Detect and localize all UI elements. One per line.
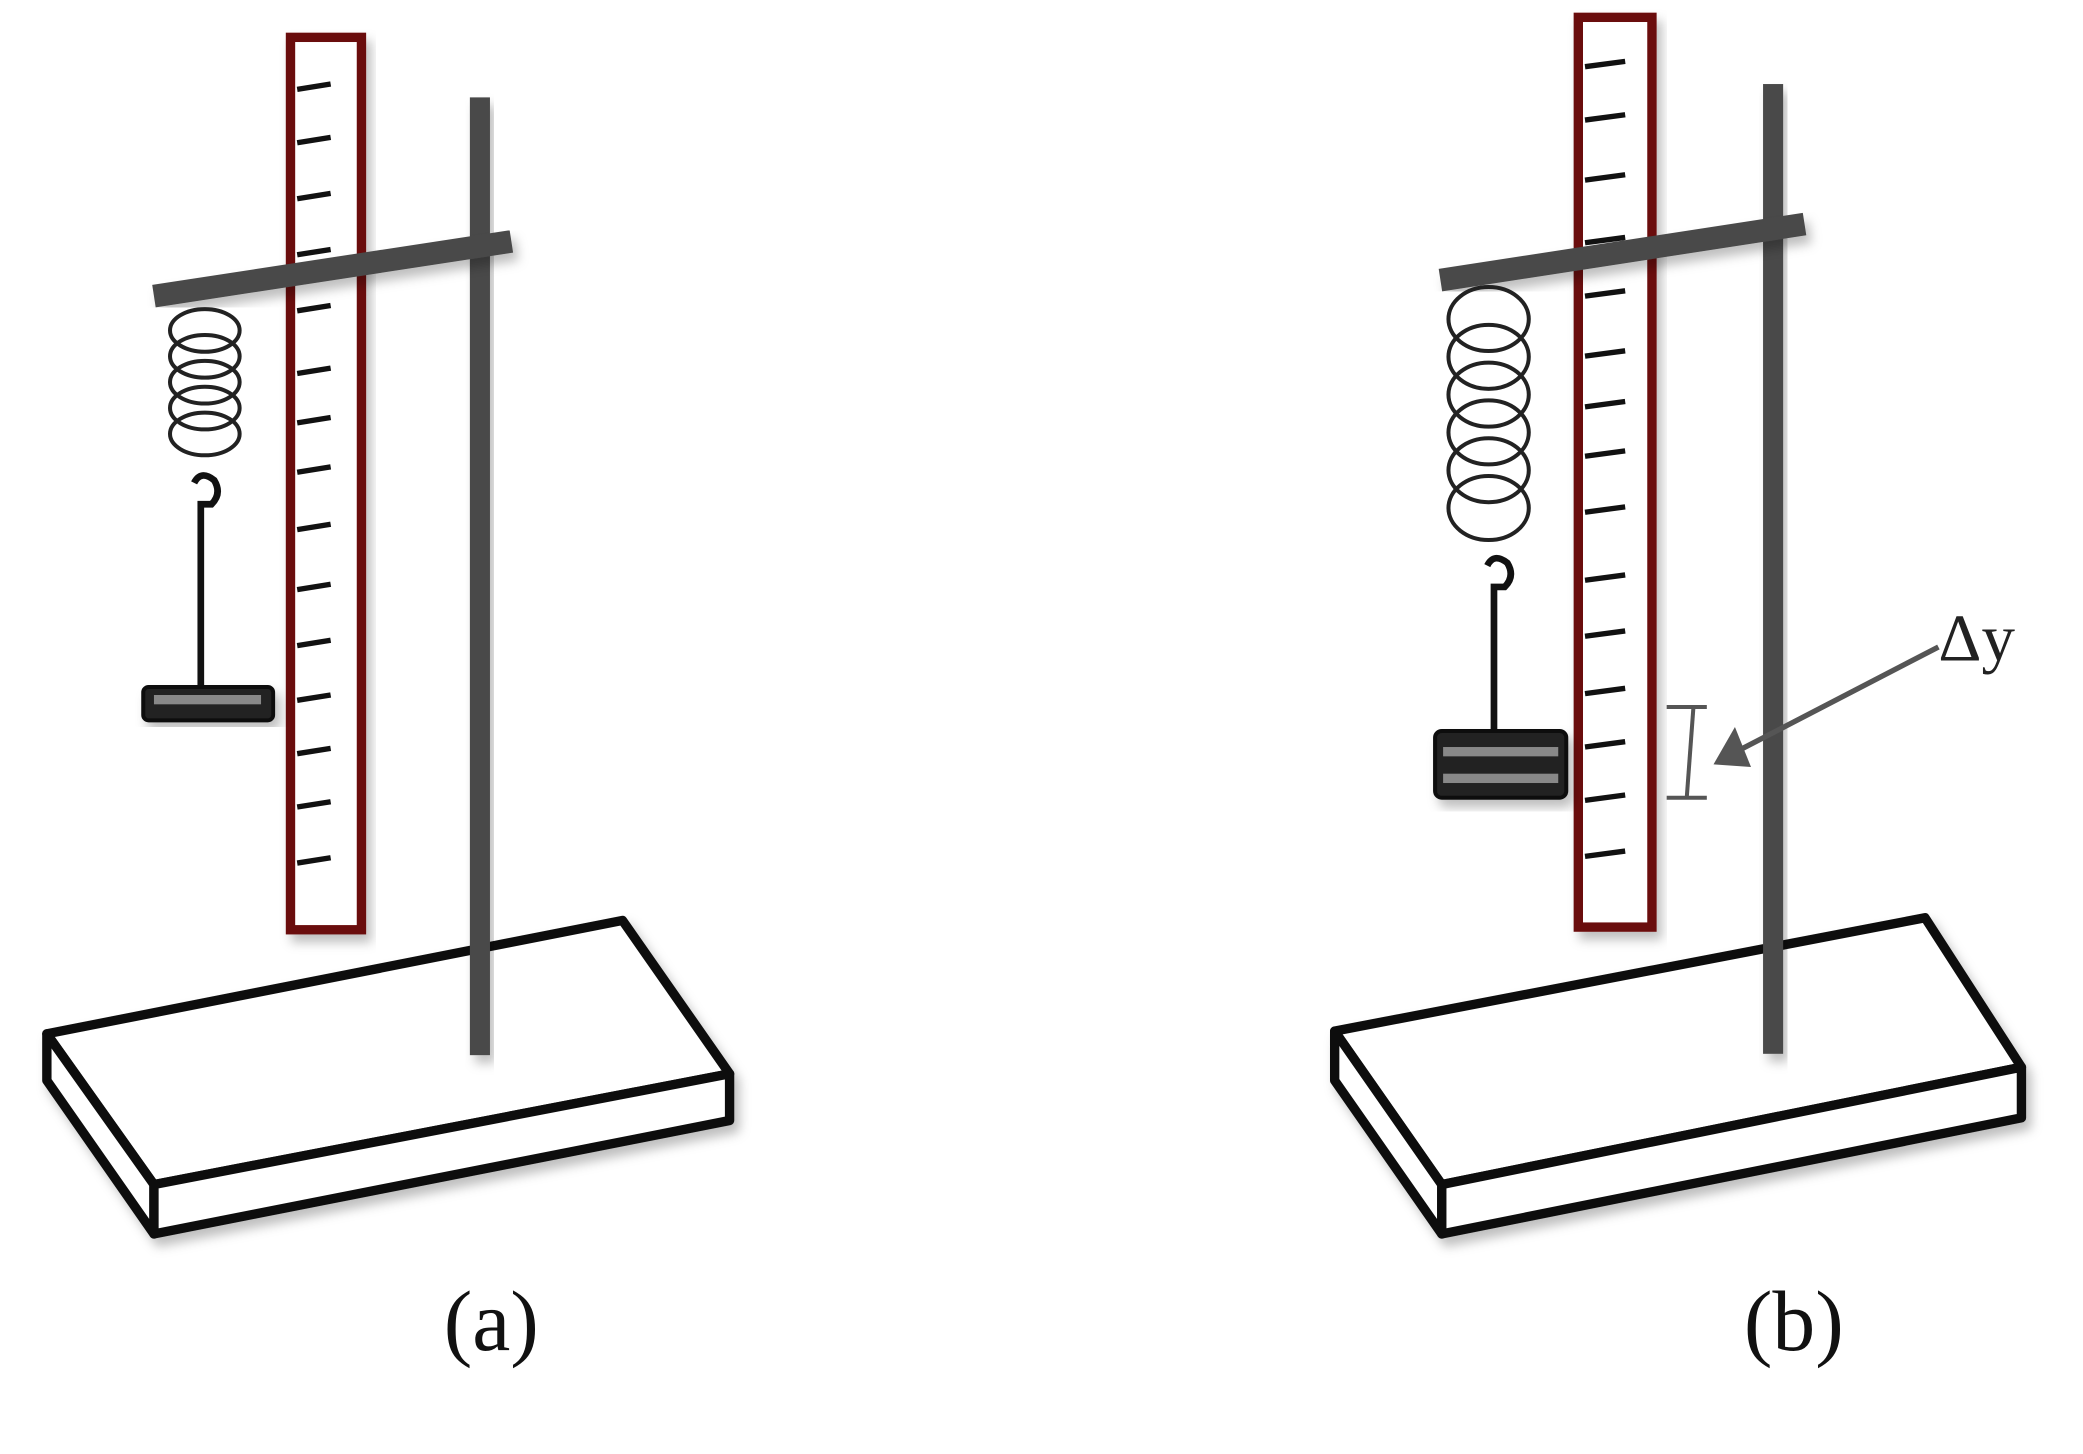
ruler-tick (296, 745, 332, 757)
spring-coil (168, 384, 242, 432)
ruler-tick (296, 365, 332, 377)
delta-y-bracket (1666, 704, 1707, 800)
spring-coil (1446, 360, 1531, 429)
spring-coil (168, 410, 242, 458)
ruler-ticks-b (1584, 58, 1626, 860)
ruler-tick (1584, 172, 1626, 183)
panel-a: (a) (42, 32, 735, 1369)
crossbar-a (152, 230, 514, 308)
spring-coil (1446, 436, 1531, 505)
ruler-tick (296, 855, 332, 866)
ruler-a (285, 32, 367, 935)
ruler-tick (1584, 848, 1626, 860)
ruler-tick (296, 246, 332, 258)
delta-y-arrow (1713, 644, 1940, 768)
ruler-tick (296, 464, 332, 475)
ruler-tick (296, 581, 332, 593)
weight-a (141, 684, 276, 723)
ruler-tick (1584, 398, 1626, 410)
panel-b: Δy (b) (1329, 12, 2027, 1369)
ruler-ticks-a (296, 81, 332, 866)
ruler-tick (1584, 288, 1626, 299)
ruler-b (1573, 12, 1657, 932)
spring-coil (168, 307, 242, 354)
spring-coil (1446, 322, 1531, 391)
stand-rod-b (1763, 84, 1784, 1054)
ruler-tick (1584, 112, 1626, 123)
ruler-tick (296, 190, 332, 202)
spring-coil (168, 358, 242, 406)
ruler-tick (296, 637, 332, 649)
ruler-tick (296, 414, 332, 426)
spring-a (168, 307, 242, 458)
stand-rod-a (469, 97, 490, 1056)
spring-coil (1446, 285, 1531, 354)
panel-label-b: (b) (1744, 1275, 1844, 1369)
ruler-tick (1584, 448, 1626, 459)
ruler-tick (296, 799, 332, 810)
ruler-tick (1584, 792, 1626, 804)
ruler-tick (1584, 234, 1626, 246)
spring-coil (168, 332, 242, 380)
ruler-tick (296, 81, 332, 93)
hook-a (191, 472, 221, 687)
ruler-tick (296, 302, 332, 314)
ruler-tick (1584, 739, 1626, 750)
delta-y-label: Δy (1938, 601, 2015, 675)
ruler-tick (1584, 58, 1626, 70)
spring-b (1446, 285, 1531, 543)
ruler-tick (296, 134, 332, 146)
hook-b (1484, 554, 1515, 732)
ruler-tick (1584, 348, 1626, 359)
base-a (42, 915, 735, 1239)
base-b (1329, 913, 2027, 1239)
ruler-tick (1584, 572, 1626, 583)
crossbar-b (1438, 212, 1807, 292)
spring-coil (1446, 398, 1531, 467)
panel-label-a: (a) (444, 1275, 539, 1369)
ruler-tick (296, 692, 332, 703)
ruler-tick (1584, 504, 1626, 515)
spring-coil (1446, 473, 1531, 543)
weight-b (1433, 729, 1569, 800)
ruler-tick (296, 521, 332, 533)
ruler-tick (1584, 628, 1626, 639)
ruler-tick (1584, 685, 1626, 697)
